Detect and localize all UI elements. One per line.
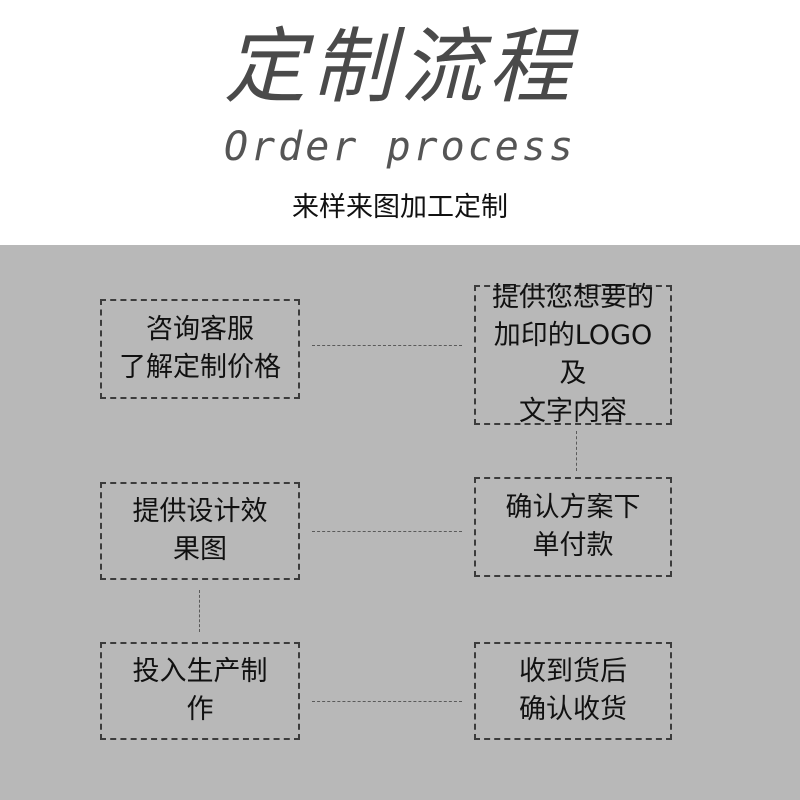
step-confirm-payment: 确认方案下 单付款 bbox=[474, 477, 672, 577]
header: 定制流程 Order process 来样来图加工定制 bbox=[0, 0, 800, 245]
connector-production-to-receive bbox=[312, 701, 462, 702]
connector-design-to-production bbox=[199, 590, 200, 632]
step-design-preview: 提供设计效 果图 bbox=[100, 482, 300, 580]
step-consult-service: 咨询客服 了解定制价格 bbox=[100, 299, 300, 399]
step-consult-service-label: 咨询客服 了解定制价格 bbox=[119, 314, 281, 383]
step-production: 投入生产制 作 bbox=[100, 642, 300, 740]
connector-consult-to-logo bbox=[312, 345, 462, 346]
step-production-label: 投入生产制 作 bbox=[132, 656, 268, 725]
step-receive-goods-label: 收到货后 确认收货 bbox=[519, 656, 627, 725]
step-receive-goods: 收到货后 确认收货 bbox=[474, 642, 672, 740]
step-design-preview-label: 提供设计效 果图 bbox=[132, 496, 268, 565]
step-confirm-payment-label: 确认方案下 单付款 bbox=[505, 492, 641, 561]
connector-logo-to-payment bbox=[576, 431, 577, 471]
page-subtitle: 来样来图加工定制 bbox=[292, 192, 508, 223]
page-title-english: Order process bbox=[223, 124, 577, 170]
step-provide-logo-label: 提供您想要的 加印的LOGO及 文字内容 bbox=[492, 282, 654, 427]
page-title: 定制流程 bbox=[224, 20, 576, 115]
connector-payment-to-design bbox=[312, 531, 462, 532]
flow-panel: 咨询客服 了解定制价格 提供您想要的 加印的LOGO及 文字内容 确认方案下 单… bbox=[0, 245, 800, 800]
step-provide-logo: 提供您想要的 加印的LOGO及 文字内容 bbox=[474, 282, 672, 427]
